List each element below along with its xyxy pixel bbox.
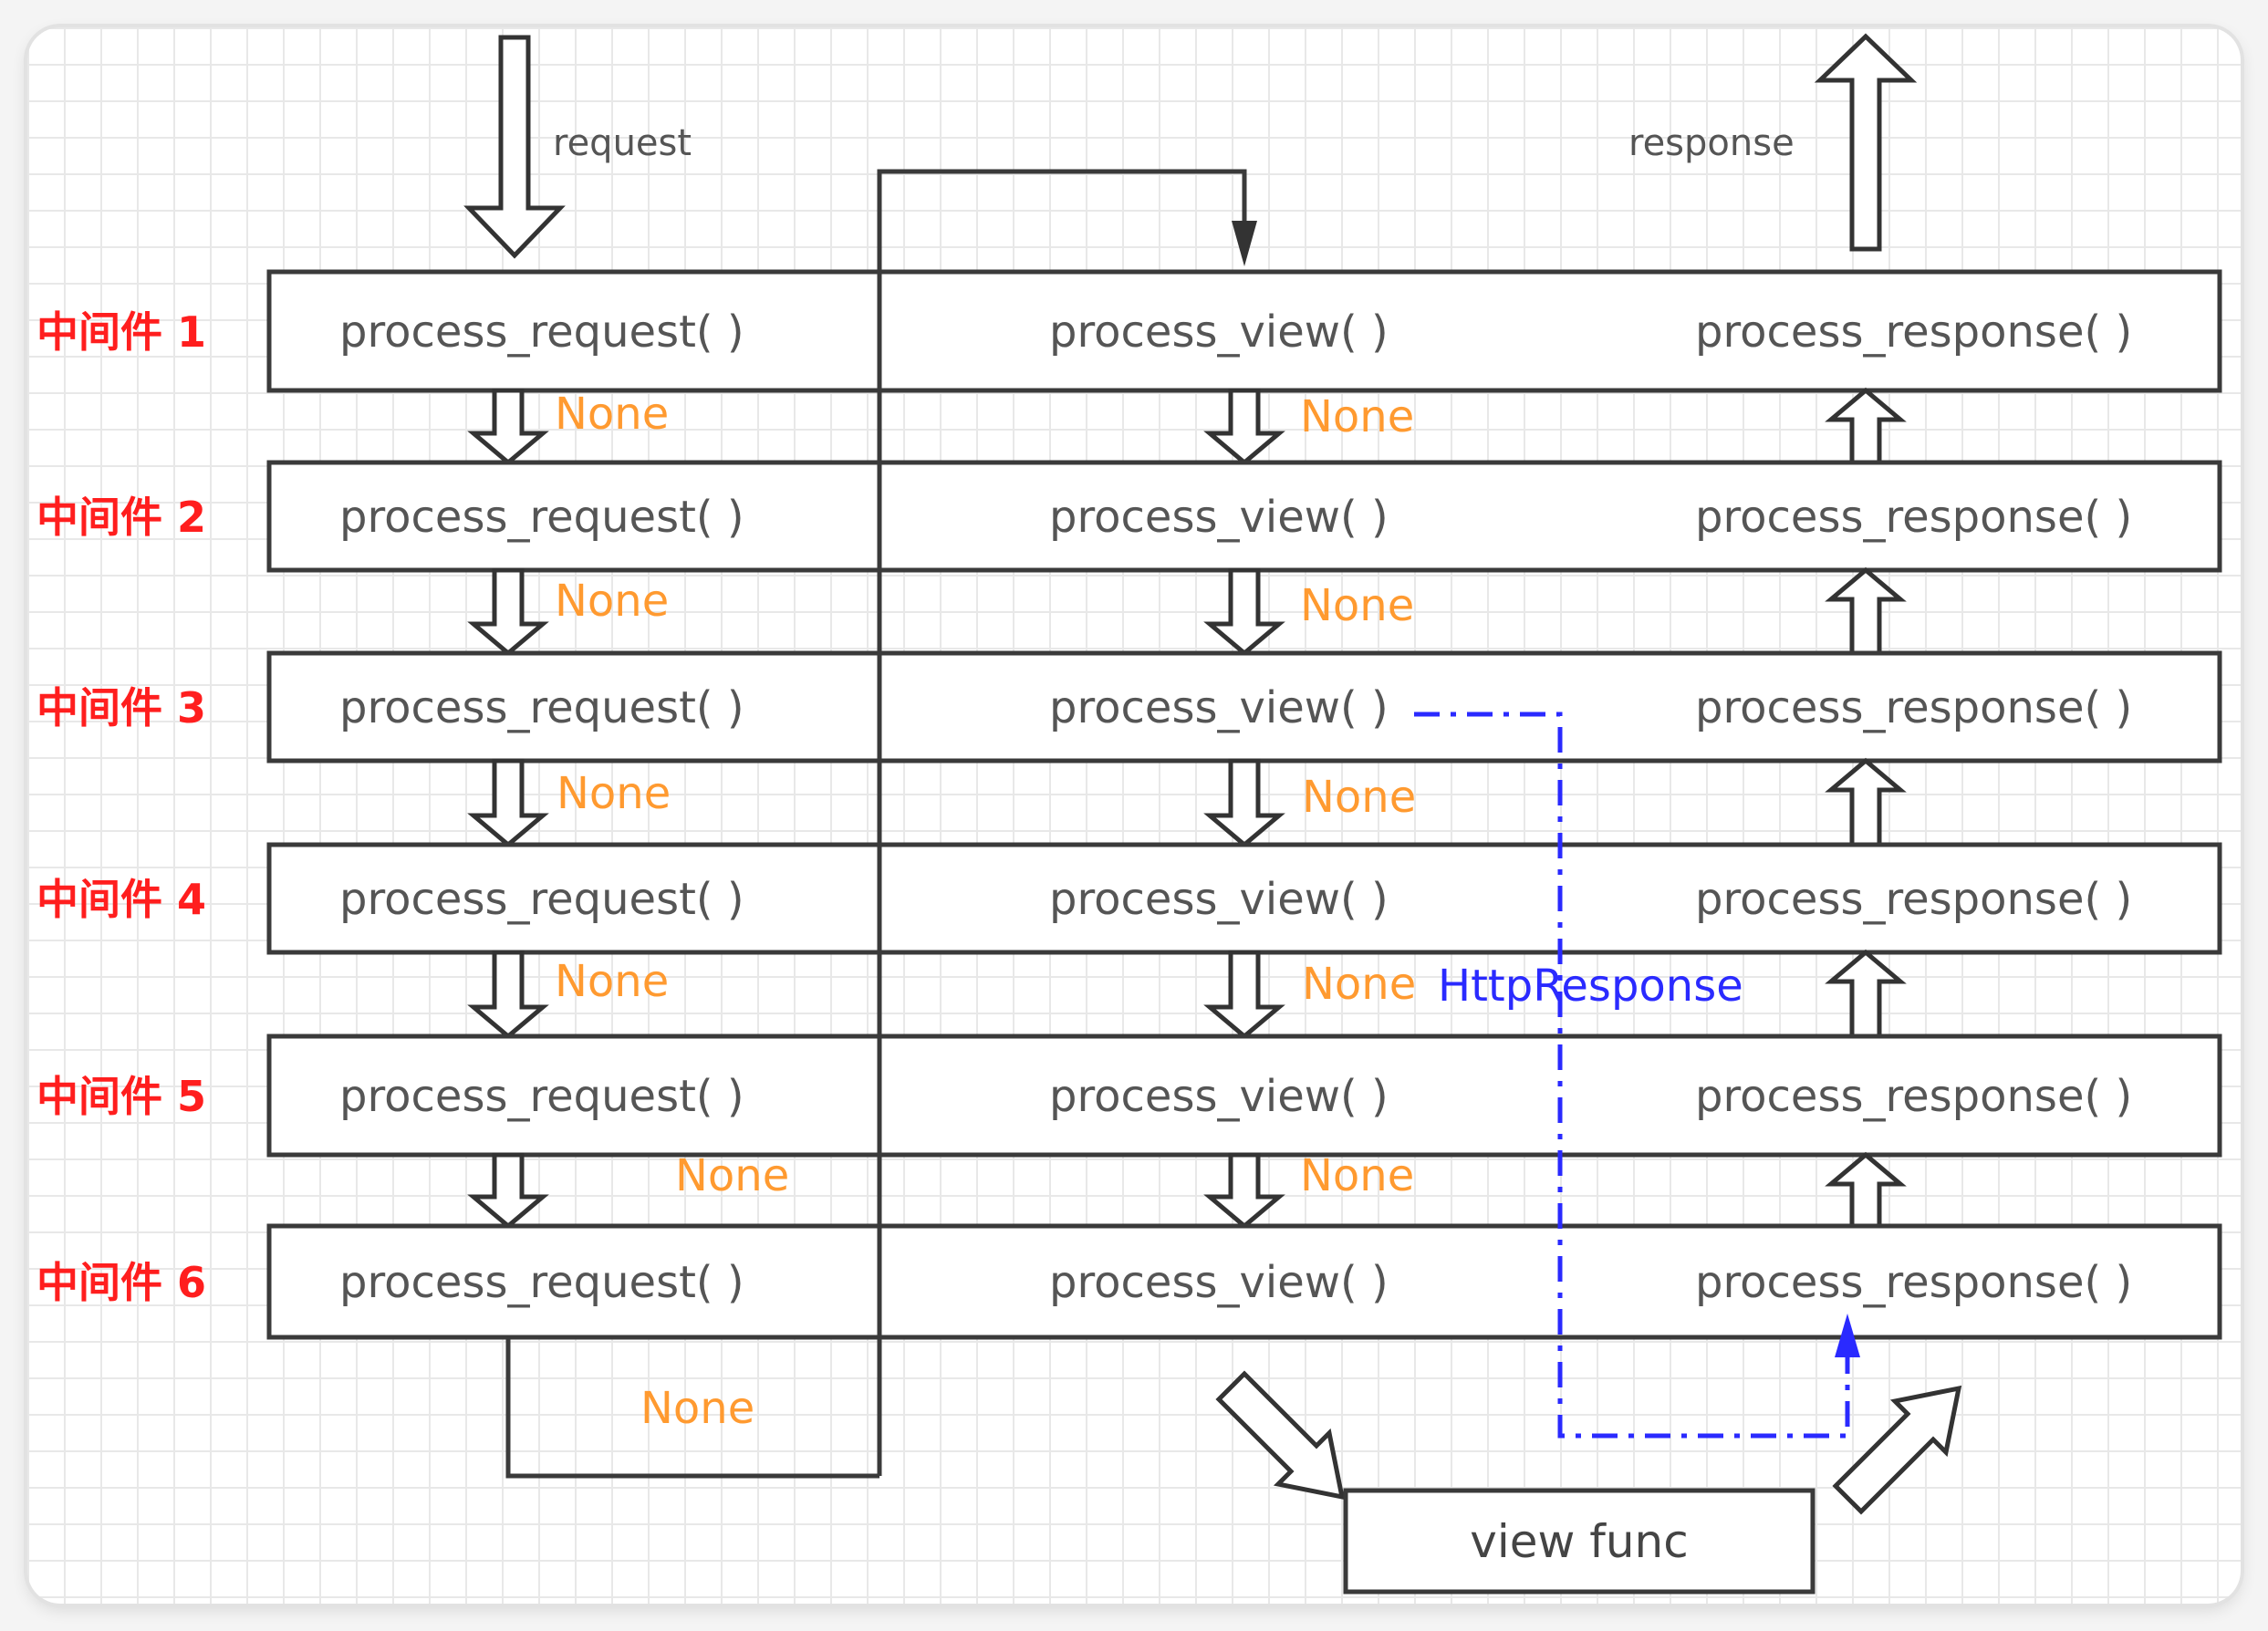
to-view-func-arrow xyxy=(1215,1370,1346,1501)
from-view-func-arrow xyxy=(1832,1385,1962,1515)
http-response-label: HttpResponse xyxy=(1438,961,1743,1012)
none-label-request-6: None xyxy=(640,1383,754,1434)
middleware-label-6: 中间件 6 xyxy=(36,1258,206,1307)
process-view-5: process_view( ) xyxy=(1049,1071,1389,1122)
middleware-label-2: 中间件 2 xyxy=(36,493,206,542)
process-response-6: process_response( ) xyxy=(1695,1257,2132,1308)
up-arrow-response-2 xyxy=(1825,566,1907,656)
view-entry-line xyxy=(877,169,1247,272)
process-response-3: process_response( ) xyxy=(1695,682,2132,733)
none-label-request-1: None xyxy=(555,389,669,440)
none-label-view-4: None xyxy=(1302,959,1416,1010)
none-label-view-1: None xyxy=(1300,391,1414,442)
none-label-request-2: None xyxy=(555,576,669,627)
process-response-1: process_response( ) xyxy=(1695,306,2132,358)
up-arrow-response-4 xyxy=(1825,949,1907,1039)
down-arrow-view-5 xyxy=(1203,1152,1285,1230)
process-request-5: process_request( ) xyxy=(339,1071,744,1122)
none-label-request-4: None xyxy=(555,956,669,1007)
none-label-view-3: None xyxy=(1302,772,1416,823)
middleware-label-5: 中间件 5 xyxy=(36,1072,206,1121)
up-arrow-response-5 xyxy=(1825,1151,1907,1229)
none-label-view-2: None xyxy=(1300,580,1414,631)
http-response-path xyxy=(1414,712,1850,1439)
process-view-6: process_view( ) xyxy=(1049,1257,1389,1308)
process-response-2: process_response( ) xyxy=(1695,492,2132,543)
process-request-3: process_request( ) xyxy=(339,682,744,733)
response-arrow xyxy=(1814,33,1918,252)
down-arrow-request-3 xyxy=(467,758,549,848)
middleware-row-4 xyxy=(266,842,2222,955)
down-arrow-view-3 xyxy=(1203,758,1285,848)
view-func-box[interactable] xyxy=(1343,1488,1815,1595)
process-response-4: process_response( ) xyxy=(1695,874,2132,925)
down-arrow-view-4 xyxy=(1203,950,1285,1040)
process-view-4: process_view( ) xyxy=(1049,874,1389,925)
up-arrow-response-1 xyxy=(1825,387,1907,465)
process-view-2: process_view( ) xyxy=(1049,492,1389,543)
request-exit-loop xyxy=(505,1337,879,1479)
process-view-1: process_view( ) xyxy=(1049,306,1389,358)
middleware-row-2 xyxy=(266,460,2222,573)
down-arrow-request-1 xyxy=(467,388,549,466)
middleware-flow-diagram: request response 中间件 1 process_request( )… xyxy=(36,33,2222,1595)
process-view-3: process_view( ) xyxy=(1049,682,1389,733)
diagram-canvas: request response 中间件 1 process_request( )… xyxy=(27,27,2241,1604)
process-request-6: process_request( ) xyxy=(339,1257,744,1308)
none-label-request-3: None xyxy=(557,768,671,819)
process-request-2: process_request( ) xyxy=(339,492,744,543)
middleware-label-1: 中间件 1 xyxy=(36,307,206,357)
down-arrow-view-2 xyxy=(1203,567,1285,657)
view-entry-arrowhead xyxy=(1232,221,1257,266)
none-label-view-5: None xyxy=(1300,1150,1414,1201)
down-arrow-view-1 xyxy=(1203,388,1285,466)
view-func-label: view func xyxy=(1470,1515,1689,1568)
process-response-5: process_response( ) xyxy=(1695,1071,2132,1122)
middleware-label-3: 中间件 3 xyxy=(36,683,206,732)
middleware-row-1 xyxy=(266,269,2222,393)
request-label: request xyxy=(553,122,692,164)
none-label-request-5: None xyxy=(675,1150,789,1201)
process-request-4: process_request( ) xyxy=(339,874,744,925)
request-arrow xyxy=(463,35,566,259)
http-response-arrowhead xyxy=(1835,1314,1860,1357)
up-arrow-response-3 xyxy=(1825,757,1907,847)
down-arrow-request-5 xyxy=(467,1152,549,1230)
middleware-row-6 xyxy=(266,1223,2222,1340)
response-label: response xyxy=(1628,122,1795,164)
down-arrow-request-4 xyxy=(467,950,549,1040)
process-request-1: process_request( ) xyxy=(339,306,744,358)
down-arrow-request-2 xyxy=(467,567,549,657)
middleware-label-4: 中间件 4 xyxy=(36,875,206,924)
